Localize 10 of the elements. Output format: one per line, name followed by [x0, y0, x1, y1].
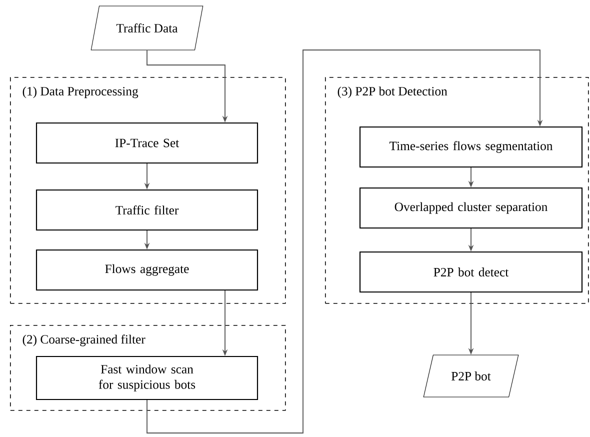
- process-box: Fast window scan for suspicious bots: [36, 356, 258, 400]
- process-box: IP-Trace Set: [36, 122, 258, 164]
- data-parallelogram: Traffic Data: [90, 6, 204, 50]
- process-box: Time-series flows segmentation: [359, 126, 583, 168]
- process-box: P2P bot detect: [359, 251, 583, 293]
- data-parallelogram: P2P bot: [423, 354, 519, 398]
- process-box: Traffic filter: [36, 189, 258, 231]
- process-box: Overlapped cluster separation: [359, 187, 583, 229]
- process-box: Flows aggregate: [36, 249, 258, 291]
- arrow: [146, 50, 543, 434]
